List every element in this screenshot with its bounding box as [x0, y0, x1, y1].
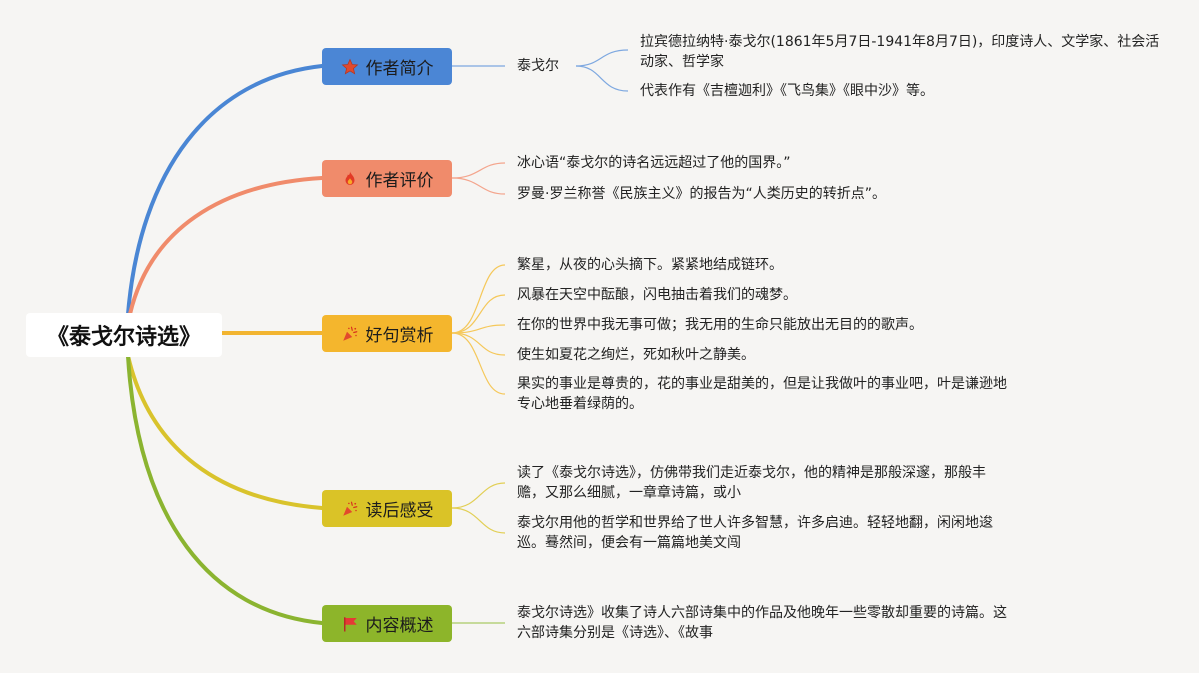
- connector-line: [451, 482, 506, 509]
- connector-line: [451, 177, 506, 195]
- fire-icon: [341, 170, 359, 188]
- leaf-text-line: 冰心语“泰戈尔的诗名远远超过了他的国界。”: [517, 155, 791, 171]
- leaf-text-line: 专心地垂着绿荫的。: [517, 396, 643, 412]
- main-branch-line-author-review: [128, 176, 324, 316]
- topic-summary: 内容概述: [322, 605, 452, 642]
- leaf-node: 冰心语“泰戈尔的诗名远远超过了他的国界。”: [517, 153, 791, 173]
- topic-label: 内容概述: [365, 616, 434, 636]
- leaf-node: 在你的世界中我无事可做；我无用的生命只能放出无目的的歌声。: [517, 315, 923, 335]
- topic-quotes: 好句赏析: [322, 315, 452, 352]
- leaf-node: 代表作有《吉檀迦利》《飞鸟集》《眼中沙》等。: [640, 81, 934, 101]
- leaf-text-line: 巡。蓦然间，便会有一篇篇地美文闯: [517, 535, 741, 551]
- flag-icon: [341, 615, 359, 633]
- main-branch-line-summary: [126, 354, 324, 625]
- connector-line: [575, 65, 629, 92]
- leaf-text-line: 在你的世界中我无事可做；我无用的生命只能放出无目的的歌声。: [517, 317, 923, 333]
- subtopic-tagore: 泰戈尔: [517, 56, 559, 76]
- leaf-text-line: 读了《泰戈尔诗选》，仿佛带我们走近泰戈尔，他的精神是那般深邃，那般丰: [517, 465, 986, 481]
- leaf-node: 果实的事业是尊贵的，花的事业是甜美的，但是让我做叶的事业吧，叶是谦逊地 专心地垂…: [517, 374, 1007, 414]
- leaf-text-line: 六部诗集分别是《诗选》、《故事: [517, 625, 713, 641]
- leaf-text-line: 罗曼·罗兰称誉《民族主义》的报告为“人类历史的转折点”。: [517, 186, 886, 202]
- leaf-node: 读了《泰戈尔诗选》，仿佛带我们走近泰戈尔，他的精神是那般深邃，那般丰 赡，又那么…: [517, 463, 986, 503]
- star-icon: [341, 58, 359, 76]
- leaf-text-line: 泰戈尔: [517, 58, 559, 74]
- leaf-text-line: 泰戈尔用他的哲学和世界给了世人许多智慧，许多启迪。轻轻地翻，闲闲地逡: [517, 515, 993, 531]
- topic-reflections: 读后感受: [322, 490, 452, 527]
- leaf-text-line: 泰戈尔诗选》收集了诗人六部诗集中的作品及他晚年一些零散却重要的诗篇。这: [517, 605, 1007, 621]
- connector-line: [451, 324, 506, 334]
- leaf-node: 使生如夏花之绚烂，死如秋叶之静美。: [517, 345, 755, 365]
- leaf-text-line: 果实的事业是尊贵的，花的事业是甜美的，但是让我做叶的事业吧，叶是谦逊地: [517, 376, 1007, 392]
- connector-line: [451, 332, 506, 395]
- main-branch-line-author-intro: [126, 64, 324, 316]
- topic-author-review: 作者评价: [322, 160, 452, 197]
- connector-line: [451, 294, 506, 334]
- leaf-node: 罗曼·罗兰称誉《民族主义》的报告为“人类历史的转折点”。: [517, 184, 886, 204]
- connector-line: [451, 332, 506, 356]
- party-popper-icon: [341, 500, 359, 518]
- topic-author-intro: 作者简介: [322, 48, 452, 85]
- leaf-text-line: 使生如夏花之绚烂，死如秋叶之静美。: [517, 347, 755, 363]
- leaf-text-line: 动家、哲学家: [640, 54, 724, 70]
- party-popper-icon: [341, 325, 359, 343]
- root-title: 《泰戈尔诗选》: [46, 325, 201, 350]
- leaf-text-line: 赡，又那么细腻，一章章诗篇，或小: [517, 485, 741, 501]
- root-topic: 《泰戈尔诗选》: [26, 313, 222, 357]
- connector-line: [451, 507, 506, 534]
- leaf-text-line: 风暴在天空中酝酿，闪电抽击着我们的魂梦。: [517, 287, 797, 303]
- topic-label: 好句赏析: [365, 326, 434, 346]
- topic-label: 读后感受: [365, 501, 434, 521]
- leaf-node: 风暴在天空中酝酿，闪电抽击着我们的魂梦。: [517, 285, 797, 305]
- leaf-node: 泰戈尔用他的哲学和世界给了世人许多智慧，许多启迪。轻轻地翻，闲闲地逡 巡。蓦然间…: [517, 513, 993, 553]
- connector-line: [575, 49, 629, 67]
- leaf-node: 拉宾德拉纳特·泰戈尔(1861年5月7日-1941年8月7日)，印度诗人、文学家…: [640, 32, 1159, 72]
- main-branch-line-reflections: [126, 354, 324, 510]
- leaf-text-line: 代表作有《吉檀迦利》《飞鸟集》《眼中沙》等。: [640, 83, 934, 99]
- topic-label: 作者评价: [365, 171, 434, 191]
- leaf-text-line: 拉宾德拉纳特·泰戈尔(1861年5月7日-1941年8月7日)，印度诗人、文学家…: [640, 34, 1160, 50]
- leaf-node: 繁星，从夜的心头摘下。紧紧地结成链环。: [517, 255, 783, 275]
- topic-label: 作者简介: [365, 59, 434, 79]
- leaf-node: 泰戈尔诗选》收集了诗人六部诗集中的作品及他晚年一些零散却重要的诗篇。这 六部诗集…: [517, 603, 1007, 643]
- leaf-text-line: 繁星，从夜的心头摘下。紧紧地结成链环。: [517, 257, 783, 273]
- connector-line: [451, 162, 506, 179]
- connector-line: [451, 264, 506, 334]
